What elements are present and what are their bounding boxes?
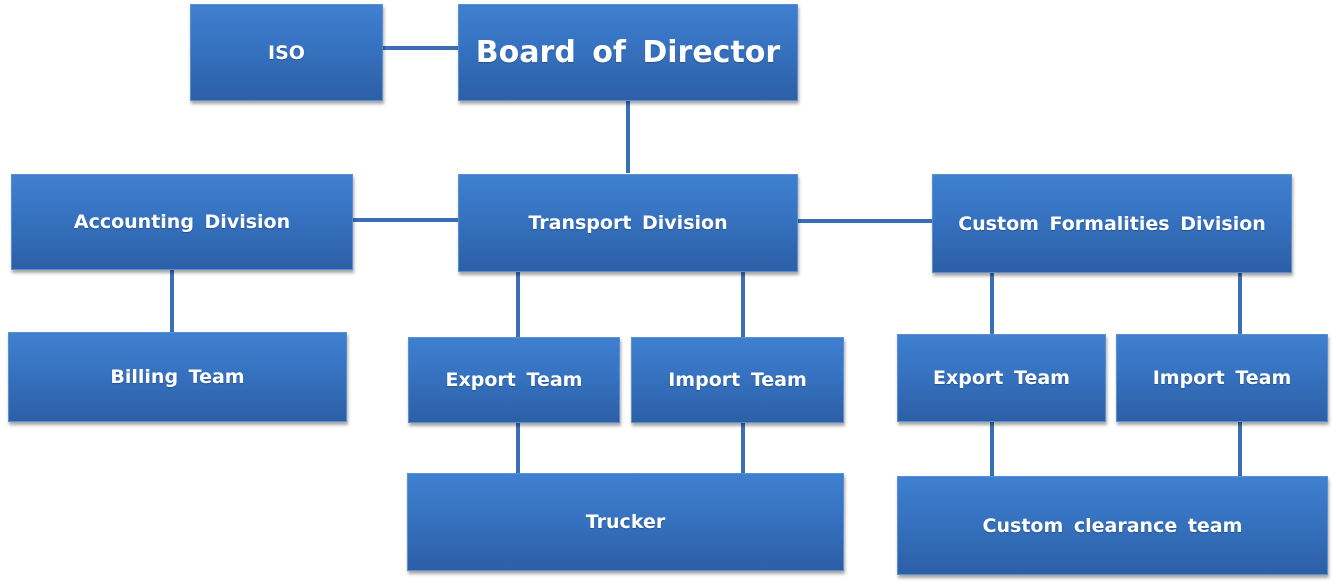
board-of-director-box: Board of Director bbox=[458, 4, 798, 101]
transport-export-team-box: Export Team bbox=[408, 337, 620, 423]
custom-clearance-team-label: Custom clearance team bbox=[982, 514, 1243, 537]
board-of-director-label: Board of Director bbox=[475, 35, 781, 70]
accounting-division-box: Accounting Division bbox=[11, 174, 353, 270]
custom-export-team-label: Export Team bbox=[933, 367, 1070, 389]
transport-import-team-label: Import Team bbox=[668, 369, 807, 391]
custom-clearance-team-box: Custom clearance team bbox=[897, 476, 1328, 575]
transport-import-team-box: Import Team bbox=[631, 337, 844, 423]
custom-formalities-division-label: Custom Formalities Division bbox=[958, 212, 1266, 235]
iso-label: ISO bbox=[268, 41, 305, 64]
custom-import-team-box: Import Team bbox=[1116, 334, 1328, 422]
accounting-division-label: Accounting Division bbox=[73, 211, 291, 233]
custom-import-team-label: Import Team bbox=[1152, 367, 1292, 389]
billing-team-box: Billing Team bbox=[8, 332, 347, 422]
custom-export-team-box: Export Team bbox=[897, 334, 1106, 422]
custom-formalities-division-box: Custom Formalities Division bbox=[932, 174, 1292, 273]
transport-division-label: Transport Division bbox=[528, 212, 728, 234]
billing-team-label: Billing Team bbox=[110, 366, 245, 388]
trucker-label: Trucker bbox=[585, 511, 666, 533]
iso-box: ISO bbox=[190, 4, 383, 101]
transport-division-box: Transport Division bbox=[458, 174, 798, 272]
transport-export-team-label: Export Team bbox=[445, 369, 583, 391]
trucker-box: Trucker bbox=[407, 473, 844, 571]
